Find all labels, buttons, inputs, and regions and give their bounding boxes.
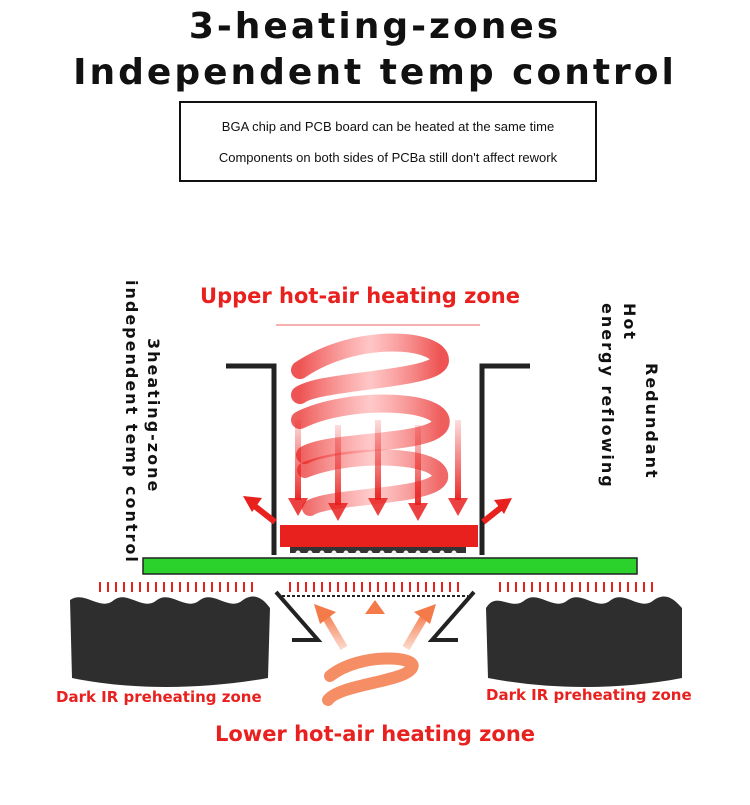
upper-nozzle-frame: [226, 324, 530, 555]
dark-ir-heater-left: [70, 596, 270, 687]
info-line-1: BGA chip and PCB board can be heated at …: [221, 119, 555, 134]
left-vertical-text-2: independent temp control: [122, 280, 141, 564]
lower-zone-label: Lower hot-air heating zone: [214, 722, 536, 746]
right-vertical-text-2: Hot: [620, 303, 639, 342]
info-line-2: Components on both sides of PCBa still d…: [218, 150, 558, 165]
title-line-2: Independent temp control: [73, 52, 677, 93]
right-vertical-text-3: energy reflowing: [598, 303, 617, 489]
lower-hot-air-arrows: [314, 600, 436, 706]
bga-chip: [280, 525, 478, 556]
dark-ir-right-label: Dark IR preheating zone: [486, 686, 692, 704]
title-line-1: 3-heating-zones: [188, 6, 562, 47]
upper-down-arrows: [288, 420, 468, 521]
right-vertical-text-1: Redundant: [642, 363, 661, 480]
upper-hot-air-swirl: [291, 333, 450, 516]
upper-zone-label: Upper hot-air heating zone: [200, 284, 520, 308]
lower-nozzle: [274, 590, 476, 642]
redundant-heat-arrows: [243, 496, 512, 525]
ir-heat-ticks: [99, 582, 653, 592]
dark-ir-heater-right: [486, 596, 682, 687]
info-box: BGA chip and PCB board can be heated at …: [179, 101, 597, 182]
left-vertical-text-1: 3heating-zone: [144, 338, 163, 494]
dark-ir-left-label: Dark IR preheating zone: [56, 688, 262, 706]
pcb-board: [142, 557, 638, 575]
